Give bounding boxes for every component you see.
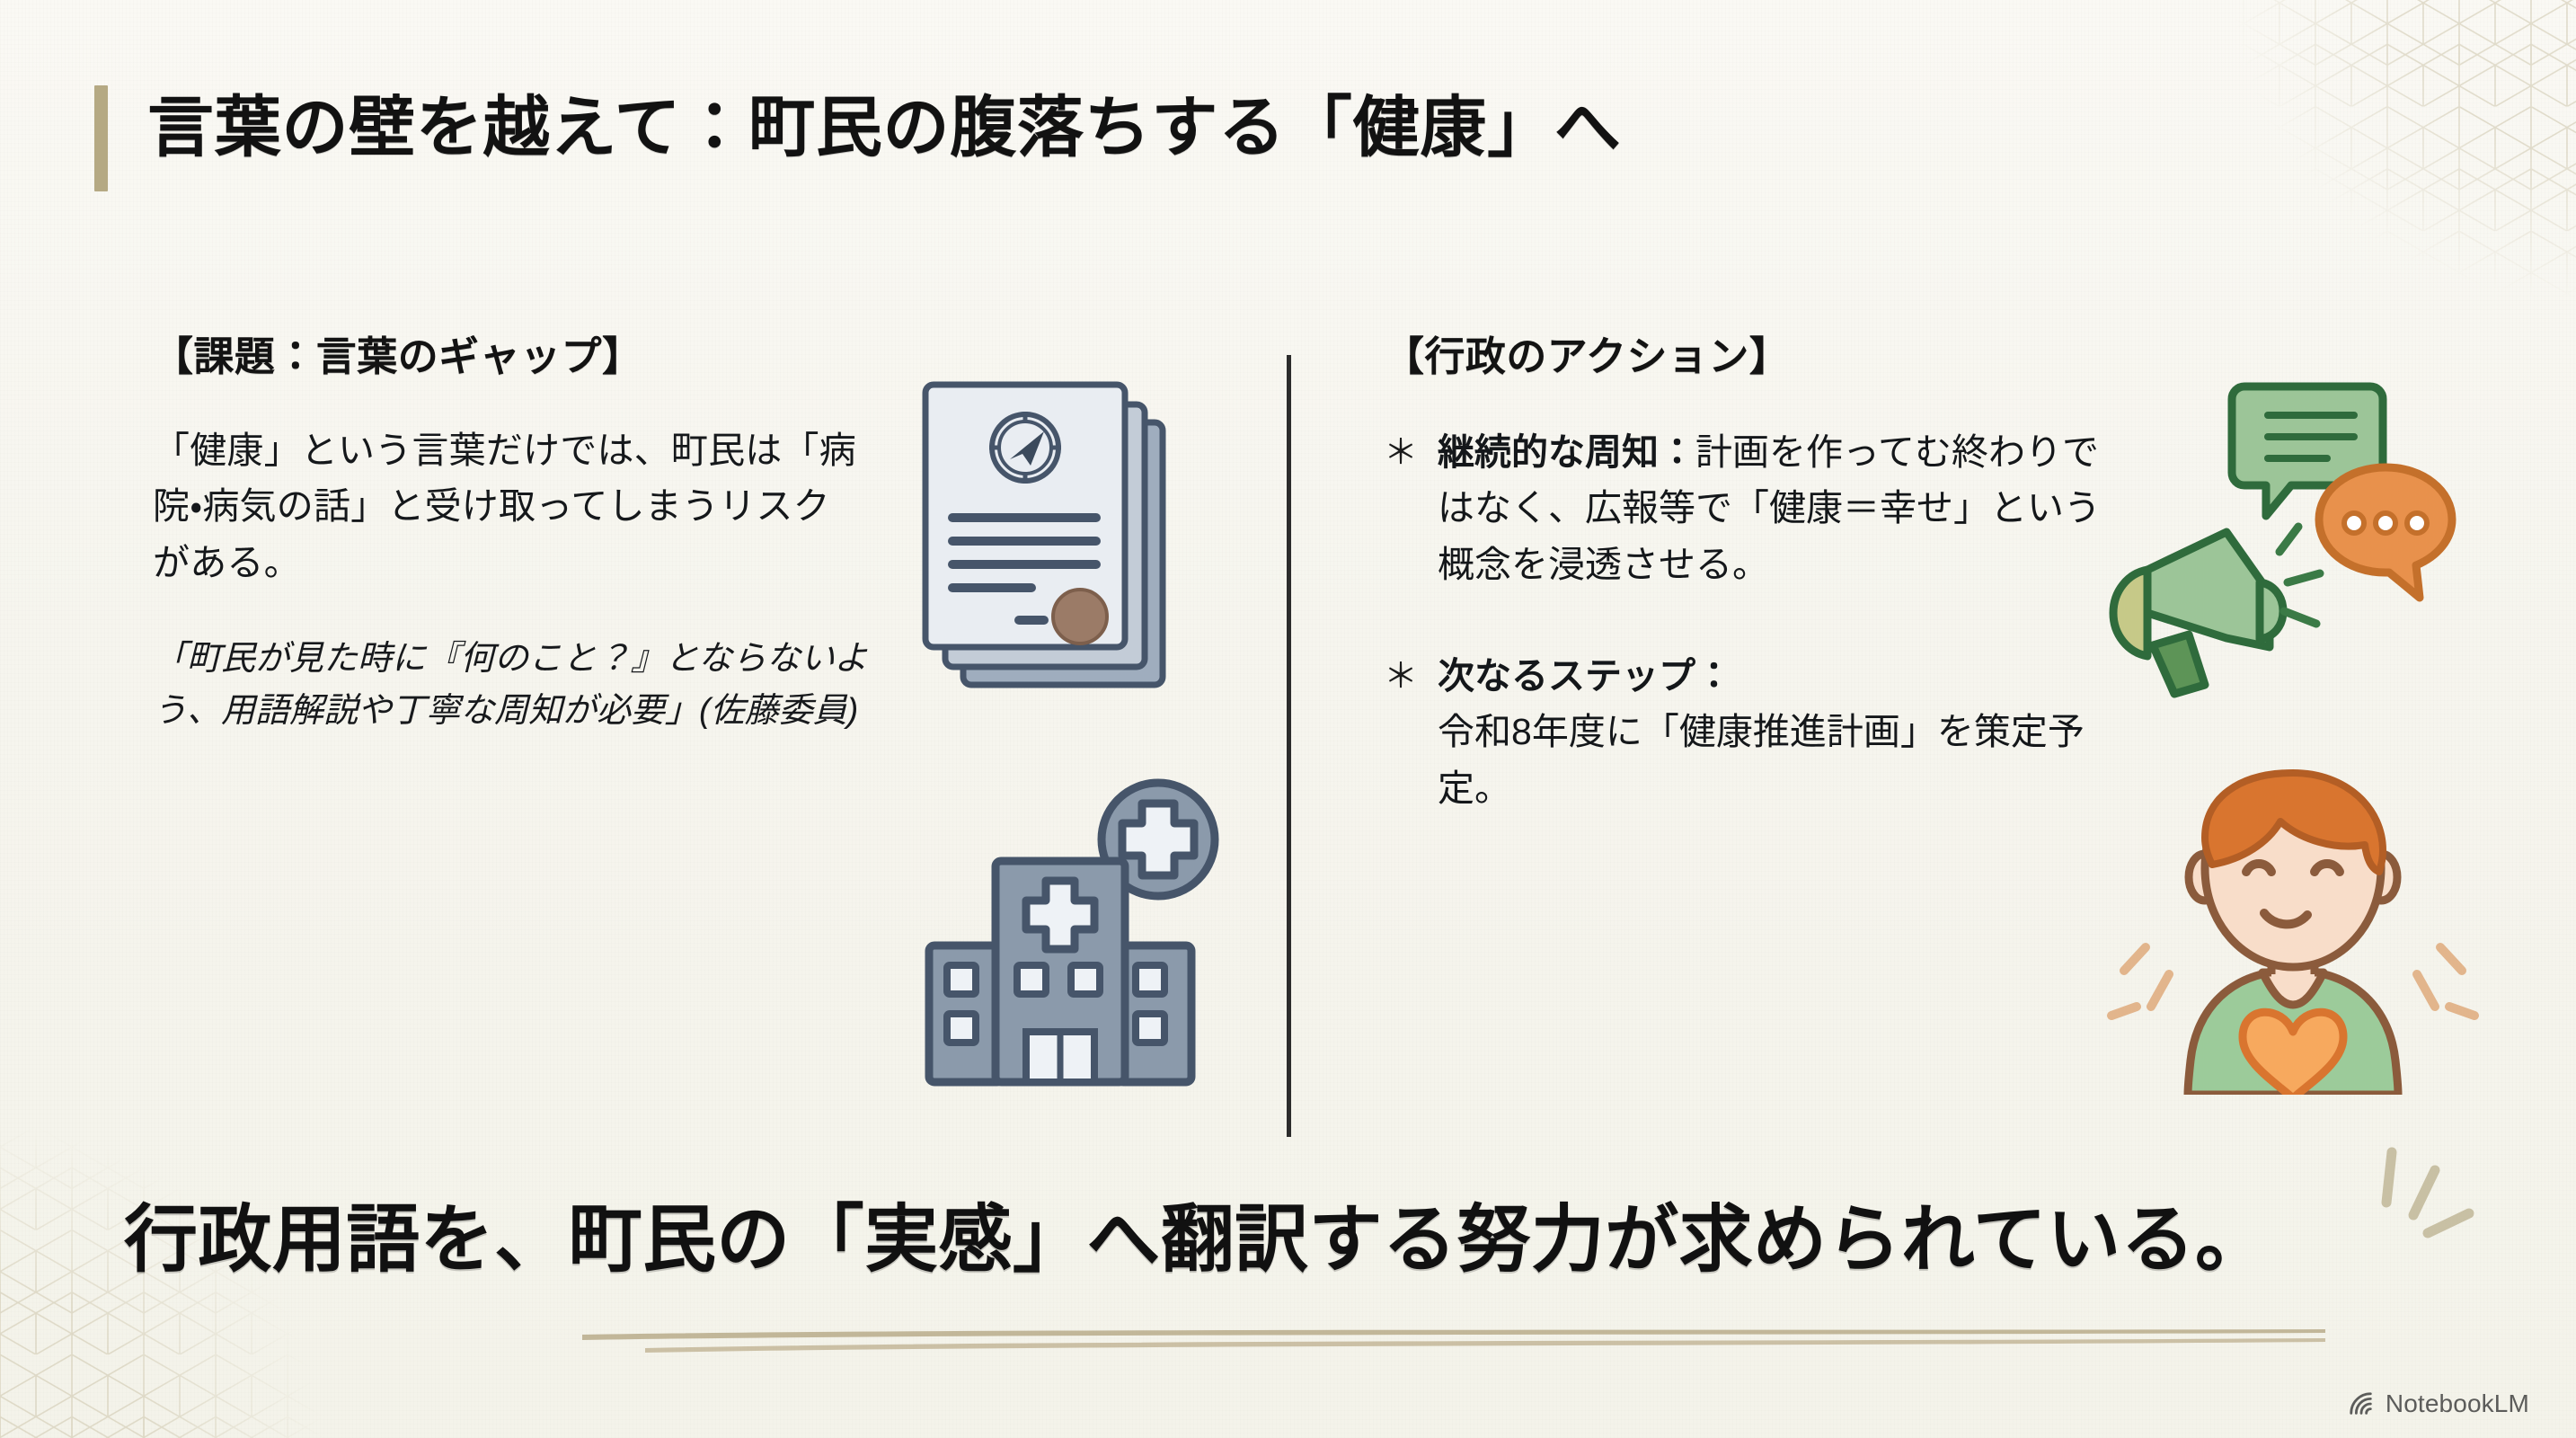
document-stack-illustration bbox=[909, 358, 1206, 717]
action-bullet-body: 継続的な周知：計画を作ってむ終わりではなく、広報等で「健康＝幸せ」という概念を浸… bbox=[1438, 424, 2129, 592]
column-divider bbox=[1287, 355, 1291, 1137]
left-column-quote: 「町民が見た時に『何のこと？』とならないよう、用語解説や丁寧な周知が必要」(佐藤… bbox=[153, 639, 869, 730]
megaphone-speech-illustration bbox=[2094, 352, 2471, 712]
body-area: 【課題：言葉のギャップ】 「健康」という言葉だけでは、町民は「病院・病気の話」と… bbox=[0, 333, 2576, 1168]
notebooklm-spiral-icon bbox=[2350, 1392, 2372, 1415]
conclusion-block: 行政用語を、町民の「実感」へ翻訳する努力が求められている。 bbox=[0, 1147, 2576, 1341]
action-bullet-lead: 次なるステップ： bbox=[1438, 654, 1733, 697]
happy-person-heart-illustration bbox=[2104, 762, 2482, 1095]
action-bullet-item: ＊ 次なるステップ： 令和8年度に「健康推進計画」を策定予定。 bbox=[1384, 648, 2129, 816]
right-column: 【行政のアクション】 ＊ 継続的な周知：計画を作ってむ終わりではなく、広報等で「… bbox=[1384, 333, 2543, 816]
sparkle-decoration bbox=[2327, 1123, 2534, 1281]
action-bullet-item: ＊ 継続的な周知：計画を作ってむ終わりではなく、広報等で「健康＝幸せ」という概念… bbox=[1384, 424, 2129, 592]
conclusion-text: 行政用語を、町民の「実感」へ翻訳する努力が求められている。 bbox=[124, 1199, 2270, 1281]
title-accent-bar bbox=[94, 85, 108, 191]
right-column-heading: 【行政のアクション】 bbox=[1384, 333, 1791, 379]
left-column-heading: 【課題：言葉のギャップ】 bbox=[153, 333, 643, 379]
bottom-brush-rule bbox=[582, 1328, 2325, 1355]
notebooklm-brand-name: NotebookLM bbox=[2385, 1389, 2529, 1417]
action-bullet-text: 令和8年度に「健康推進計画」を策定予定。 bbox=[1438, 711, 2085, 809]
asanoha-pattern-top-right bbox=[2208, 0, 2576, 324]
action-bullet-lead: 継続的な周知： bbox=[1438, 431, 1696, 473]
asterisk-bullet-icon: ＊ bbox=[1384, 434, 1419, 472]
left-column: 【課題：言葉のギャップ】 「健康」という言葉だけでは、町民は「病院・病気の話」と… bbox=[153, 333, 1258, 737]
notebooklm-brand: NotebookLM bbox=[2348, 1389, 2529, 1418]
action-bullet-body: 次なるステップ： 令和8年度に「健康推進計画」を策定予定。 bbox=[1438, 648, 2129, 816]
title-block: 言葉の壁を越えて：町民の腹落ちする「健康」へ bbox=[94, 85, 1622, 191]
hospital-building-illustration bbox=[909, 775, 1244, 1100]
action-bullet-text: 計画を作ってむ終わりではなく、広報等で「健康＝幸せ」という概念を浸透させる。 bbox=[1438, 431, 2102, 585]
left-column-paragraph: 「健康」という言葉だけでは、町民は「病院・病気の話」と受け取ってしまうリスクがあ… bbox=[153, 430, 856, 583]
asterisk-bullet-icon: ＊ bbox=[1384, 657, 1419, 696]
page-title: 言葉の壁を越えて：町民の腹落ちする「健康」へ bbox=[147, 90, 1622, 164]
